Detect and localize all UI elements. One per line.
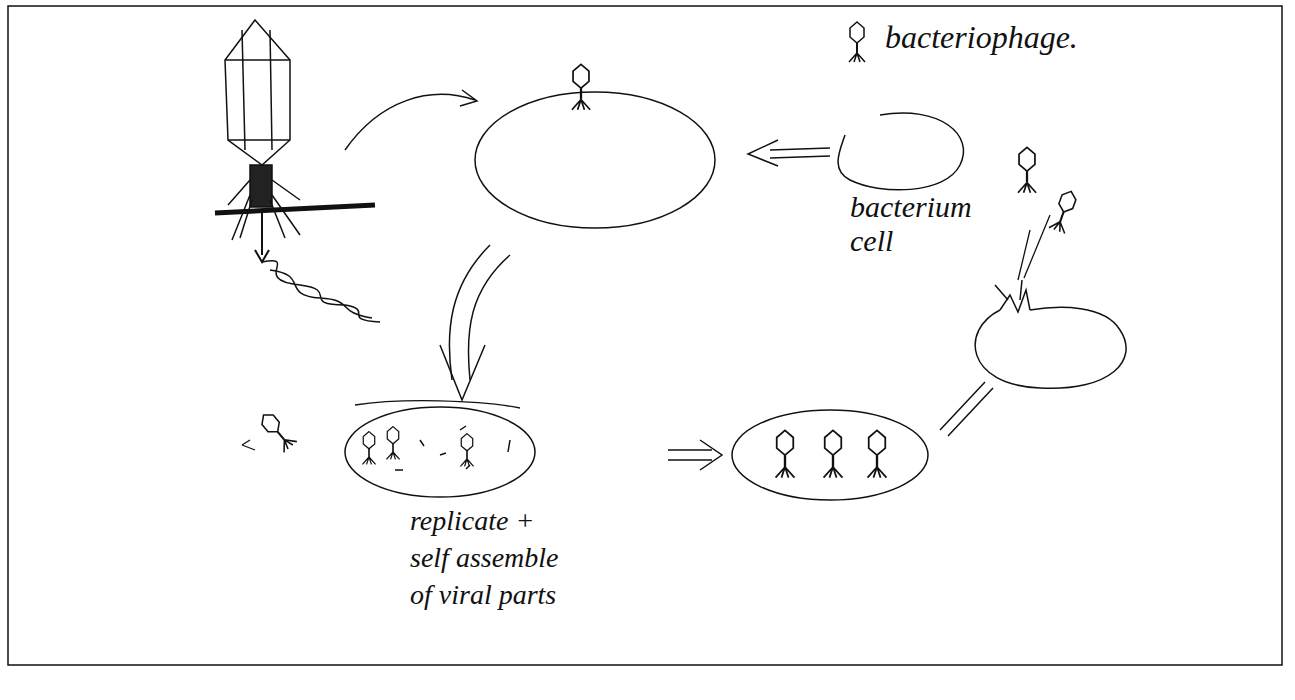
handwritten-label: bacteriophage. [885, 18, 1215, 56]
handwritten-label: replicate + self assemble of viral parts [410, 502, 560, 613]
handwritten-label: bacterium cell [850, 190, 980, 258]
large-bacteriophage [215, 20, 380, 322]
